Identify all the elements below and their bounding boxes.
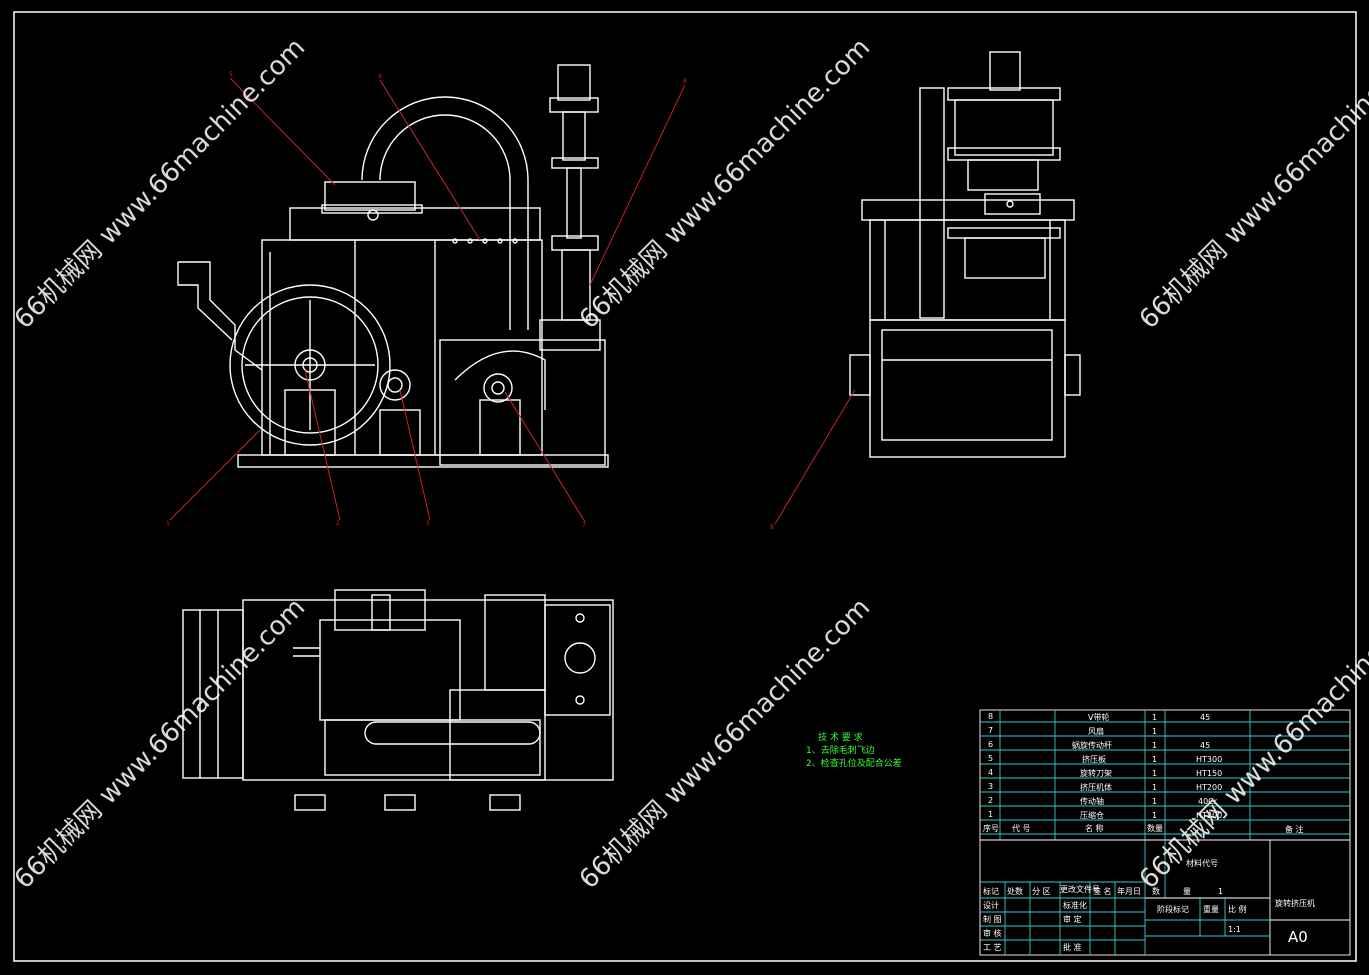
bom-rows: 8 V带轮 1 45 7 风扇 1 6 蜗旋传动杆 1 45 5 挤压板 1 H… xyxy=(983,712,1304,834)
leader-lines xyxy=(169,77,856,525)
svg-text:旋转刀架: 旋转刀架 xyxy=(1080,768,1112,778)
bom-table xyxy=(979,709,1351,956)
svg-text:风扇: 风扇 xyxy=(1088,726,1104,736)
side-view xyxy=(849,51,1081,458)
svg-text:比 例: 比 例 xyxy=(1228,904,1247,914)
svg-text:分 区: 分 区 xyxy=(1032,887,1051,896)
svg-text:挤压机体: 挤压机体 xyxy=(1080,782,1112,792)
watermark-text: 66机械网 www.66machine.com xyxy=(9,593,311,895)
bom-row: 6 蜗旋传动杆 1 45 xyxy=(988,740,1210,750)
svg-text:HT300: HT300 xyxy=(1196,755,1222,764)
svg-text:45: 45 xyxy=(1200,741,1210,750)
svg-text:1: 1 xyxy=(1152,811,1157,820)
svg-text:传动轴: 传动轴 xyxy=(1080,796,1104,806)
svg-text:年月日: 年月日 xyxy=(1117,886,1141,896)
svg-text:名 称: 名 称 xyxy=(1085,823,1104,833)
bom-row: 7 风扇 1 xyxy=(988,726,1157,736)
svg-text:批 准: 批 准 xyxy=(1063,942,1082,952)
top-view xyxy=(182,589,614,811)
sheet-size: A0 xyxy=(1288,928,1308,946)
watermark-text: 66机械网 www.66machine.com xyxy=(1134,593,1369,895)
svg-text:量: 量 xyxy=(1183,887,1191,896)
svg-text:审 核: 审 核 xyxy=(983,928,1002,938)
svg-text:6: 6 xyxy=(988,740,993,749)
svg-text:重量: 重量 xyxy=(1203,904,1219,914)
leader-labels: 5 6 8 1 2 3 7 8 xyxy=(166,71,774,531)
watermark-text: 66机械网 www.66machine.com xyxy=(1134,33,1369,335)
watermark-text: 66机械网 www.66machine.com xyxy=(9,33,311,335)
bom-row: 5 挤压板 1 HT300 xyxy=(988,754,1222,764)
svg-text:V带轮: V带轮 xyxy=(1088,712,1109,722)
front-view xyxy=(177,64,609,468)
leader-label-2: 6 xyxy=(378,73,382,80)
svg-text:制 图: 制 图 xyxy=(983,914,1002,924)
tech-req-title: 技 术 要 求 xyxy=(818,731,863,743)
bom-row: 1 压缩仓 1 HT200 xyxy=(988,810,1222,820)
svg-text:压缩仓: 压缩仓 xyxy=(1080,810,1104,820)
svg-text:更改文件号: 更改文件号 xyxy=(1060,884,1100,894)
svg-text:45: 45 xyxy=(1200,713,1210,722)
svg-text:签 名: 签 名 xyxy=(1093,886,1112,896)
svg-text:工 艺: 工 艺 xyxy=(983,943,1002,952)
leader-label-7: 7 xyxy=(582,522,586,529)
svg-text:处数: 处数 xyxy=(1007,886,1023,896)
drawing-name: 旋转挤压机 xyxy=(1275,898,1315,908)
leader-label-1: 5 xyxy=(229,71,233,78)
tech-req-item: 1、去除毛刺飞边 xyxy=(806,744,875,756)
svg-text:1: 1 xyxy=(1152,755,1157,764)
svg-text:数: 数 xyxy=(1152,886,1160,896)
svg-text:审 定: 审 定 xyxy=(1063,914,1082,924)
leader-label-3: 8 xyxy=(683,78,687,85)
svg-text:2: 2 xyxy=(988,796,993,805)
svg-text:1: 1 xyxy=(988,810,993,819)
svg-text:标记: 标记 xyxy=(983,886,999,896)
svg-text:1: 1 xyxy=(1152,713,1157,722)
svg-text:1: 1 xyxy=(1152,783,1157,792)
svg-text:HT200: HT200 xyxy=(1196,783,1222,792)
svg-text:1: 1 xyxy=(1152,769,1157,778)
leader-label-5: 2 xyxy=(336,520,340,527)
svg-text:标准化: 标准化 xyxy=(1063,900,1087,910)
svg-text:备 注: 备 注 xyxy=(1285,824,1304,834)
bom-header: 序号 代 号 名 称 数量 备 注 xyxy=(983,823,1304,834)
svg-text:40Cr: 40Cr xyxy=(1198,797,1218,806)
bom-row: 3 挤压机体 1 HT200 xyxy=(988,782,1222,792)
watermark-text: 66机械网 www.66machine.com xyxy=(574,593,876,895)
technical-requirements: 技 术 要 求 1、去除毛刺飞边 2、检查孔位及配合公差 xyxy=(806,731,902,769)
svg-text:1:1: 1:1 xyxy=(1228,925,1241,934)
watermark-text: 66机械网 www.66machine.com xyxy=(574,33,876,335)
tech-req-item: 2、检查孔位及配合公差 xyxy=(806,757,902,769)
title-block: 材料代号 标记 处数 分 区 更改文件号 签 名 年月日 数 量 1 设计 标准… xyxy=(983,858,1315,952)
svg-text:HT150: HT150 xyxy=(1196,769,1222,778)
svg-text:阶段标记: 阶段标记 xyxy=(1157,904,1189,914)
drawing-border xyxy=(13,11,1357,962)
svg-text:序号: 序号 xyxy=(983,823,999,833)
bom-row: 8 V带轮 1 45 xyxy=(988,712,1210,722)
material-code-label: 材料代号 xyxy=(1186,858,1218,868)
svg-text:代 号: 代 号 xyxy=(1012,823,1031,833)
svg-text:1: 1 xyxy=(1152,727,1157,736)
svg-text:7: 7 xyxy=(988,726,993,735)
svg-text:8: 8 xyxy=(988,712,993,721)
svg-text:数量: 数量 xyxy=(1147,823,1163,833)
svg-text:3: 3 xyxy=(988,782,993,791)
svg-text:HT200: HT200 xyxy=(1196,811,1222,820)
svg-text:挤压板: 挤压板 xyxy=(1082,754,1106,764)
svg-text:4: 4 xyxy=(988,768,993,777)
leader-label-6: 3 xyxy=(426,520,430,527)
svg-text:1: 1 xyxy=(1152,741,1157,750)
svg-text:1: 1 xyxy=(1218,887,1223,896)
svg-text:5: 5 xyxy=(988,754,993,763)
svg-text:1: 1 xyxy=(1152,797,1157,806)
svg-text:设计: 设计 xyxy=(983,900,999,910)
leader-label-4: 1 xyxy=(166,520,170,527)
bom-row: 4 旋转刀架 1 HT150 xyxy=(988,768,1222,778)
bom-row: 2 传动轴 1 40Cr xyxy=(988,796,1218,806)
leader-label-8: 8 xyxy=(770,524,774,531)
svg-text:蜗旋传动杆: 蜗旋传动杆 xyxy=(1072,740,1112,750)
